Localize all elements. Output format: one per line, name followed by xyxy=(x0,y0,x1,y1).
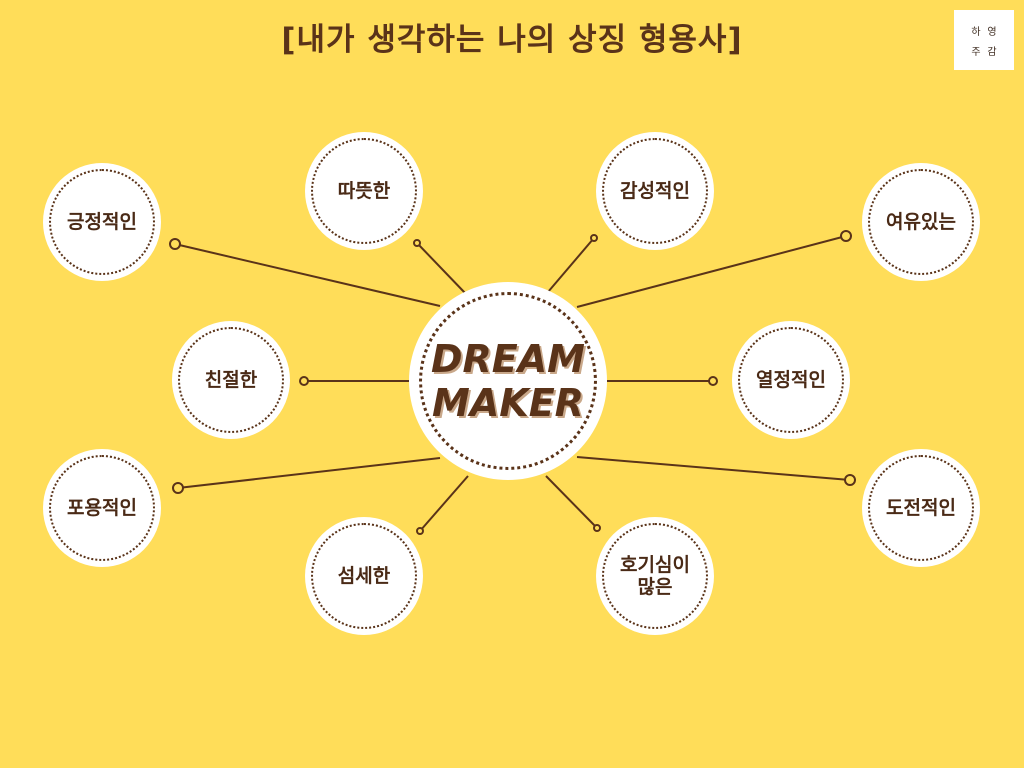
connector-end-passionate xyxy=(708,376,718,386)
node-ring xyxy=(868,169,974,275)
connector-relaxed xyxy=(576,235,847,308)
logo-char: 주 xyxy=(971,46,981,58)
node-label: 열정적인 xyxy=(756,369,826,391)
connector-end-challenging xyxy=(844,474,856,486)
node-relaxed: 여유있는 xyxy=(862,163,980,281)
connector-delicate xyxy=(419,475,469,532)
node-ring xyxy=(868,455,974,561)
center-label-line1: DREAM xyxy=(431,337,585,381)
node-challenging: 도전적인 xyxy=(862,449,980,567)
node-label: 친절한 xyxy=(204,369,258,391)
connector-challenging xyxy=(576,456,851,481)
center-node-ring xyxy=(419,292,597,470)
node-ring xyxy=(178,327,284,433)
connector-end-emotional xyxy=(590,234,598,242)
center-label: DREAM MAKER xyxy=(409,282,607,480)
node-delicate: 섬세한 xyxy=(305,517,423,635)
node-ring xyxy=(49,169,155,275)
logo-char: 영 xyxy=(987,26,997,38)
connector-end-positive xyxy=(169,238,181,250)
connector-end-kind xyxy=(299,376,309,386)
connector-curious xyxy=(545,475,598,529)
node-ring xyxy=(602,523,708,629)
node-ring xyxy=(311,523,417,629)
connector-end-curious xyxy=(593,524,601,532)
connector-end-inclusive xyxy=(172,482,184,494)
node-ring xyxy=(49,455,155,561)
connector-emotional xyxy=(547,237,595,293)
connector-positive xyxy=(174,243,441,307)
node-label: 포용적인 xyxy=(67,497,137,519)
center-node: DREAM MAKER xyxy=(409,282,607,480)
connector-end-warm xyxy=(413,239,421,247)
node-label: 긍정적인 xyxy=(67,211,137,233)
node-warm: 따뜻한 xyxy=(305,132,423,250)
connector-warm xyxy=(416,242,467,295)
center-label-line2: MAKER xyxy=(432,381,584,425)
logo: 하 영 주 감 xyxy=(954,10,1014,70)
node-positive: 긍정적인 xyxy=(43,163,161,281)
node-curious: 호기심이 많은 xyxy=(596,517,714,635)
connector-end-delicate xyxy=(416,527,424,535)
node-kind: 친절한 xyxy=(172,321,290,439)
node-label: 호기심이 많은 xyxy=(620,554,690,598)
node-ring xyxy=(738,327,844,433)
node-emotional: 감성적인 xyxy=(596,132,714,250)
logo-char: 하 xyxy=(971,26,981,38)
connector-end-relaxed xyxy=(840,230,852,242)
node-ring xyxy=(602,138,708,244)
node-label: 도전적인 xyxy=(886,497,956,519)
node-label: 여유있는 xyxy=(886,211,956,233)
connector-inclusive xyxy=(177,457,441,489)
node-inclusive: 포용적인 xyxy=(43,449,161,567)
page-title: [내가 생각하는 나의 상징 형용사] xyxy=(281,22,743,58)
node-passionate: 열정적인 xyxy=(732,321,850,439)
node-label: 감성적인 xyxy=(620,180,690,202)
node-label: 따뜻한 xyxy=(337,180,391,202)
logo-char: 감 xyxy=(987,46,997,58)
node-label: 섬세한 xyxy=(337,565,391,587)
node-ring xyxy=(311,138,417,244)
